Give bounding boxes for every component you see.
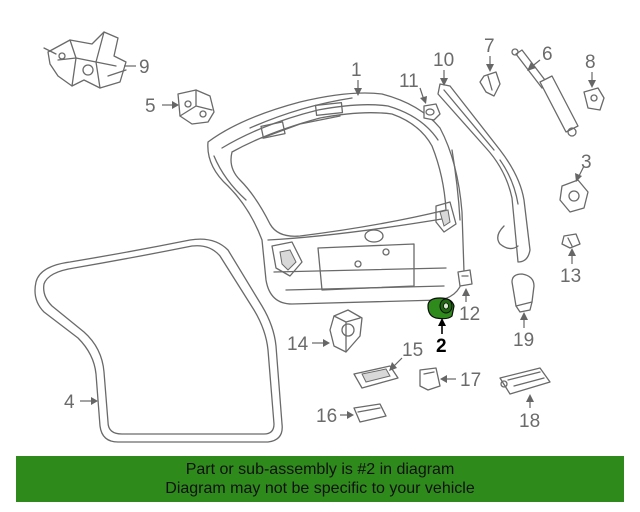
banner-line-2: Diagram may not be specific to your vehi… (165, 480, 475, 497)
callout-10: 10 (433, 50, 454, 71)
callout-13: 13 (560, 266, 581, 287)
callout-15: 15 (402, 340, 423, 361)
part-3-latch (559, 179, 589, 213)
part-19-switch (511, 273, 535, 313)
callout-9: 9 (139, 57, 150, 78)
part-7-bracket (479, 71, 501, 97)
part-11-stopper (423, 103, 441, 121)
callout-8: 8 (585, 52, 596, 73)
info-banner: Part or sub-assembly is #2 in diagram Di… (16, 456, 624, 502)
callout-12: 12 (459, 304, 480, 325)
part-17-handle-switch (419, 367, 441, 391)
part-18-lamp-assembly (499, 367, 551, 395)
callout-19: 19 (513, 330, 534, 351)
callout-11: 11 (399, 71, 419, 92)
part-16-cover (353, 403, 387, 423)
callout-17: 17 (460, 370, 481, 391)
part-4-weatherstrip (34, 238, 283, 443)
callout-18: 18 (519, 411, 540, 432)
part-2-highlighted (427, 297, 455, 320)
callout-16: 16 (316, 406, 337, 427)
part-14-latch-assembly (329, 309, 363, 353)
part-5-hinge (177, 89, 215, 125)
banner-line-1: Part or sub-assembly is #2 in diagram (185, 461, 455, 478)
parts-diagram: 9 5 1 (34, 31, 605, 443)
part-10-garnish (437, 83, 531, 263)
callout-1: 1 (351, 60, 362, 81)
callout-6: 6 (542, 44, 553, 65)
callout-4: 4 (64, 392, 75, 413)
part-13-bolt (561, 233, 581, 249)
part-9-bracket-assembly (43, 31, 127, 89)
callout-14: 14 (287, 334, 309, 355)
callout-7: 7 (484, 36, 495, 57)
part-12-clip (457, 269, 473, 287)
callout-5: 5 (145, 96, 156, 117)
part-1-liftgate (207, 92, 465, 305)
callout-3: 3 (581, 152, 592, 173)
part-15-license-lamp (353, 365, 399, 389)
callout-2: 2 (436, 336, 447, 357)
part-8-bracket (583, 87, 605, 111)
